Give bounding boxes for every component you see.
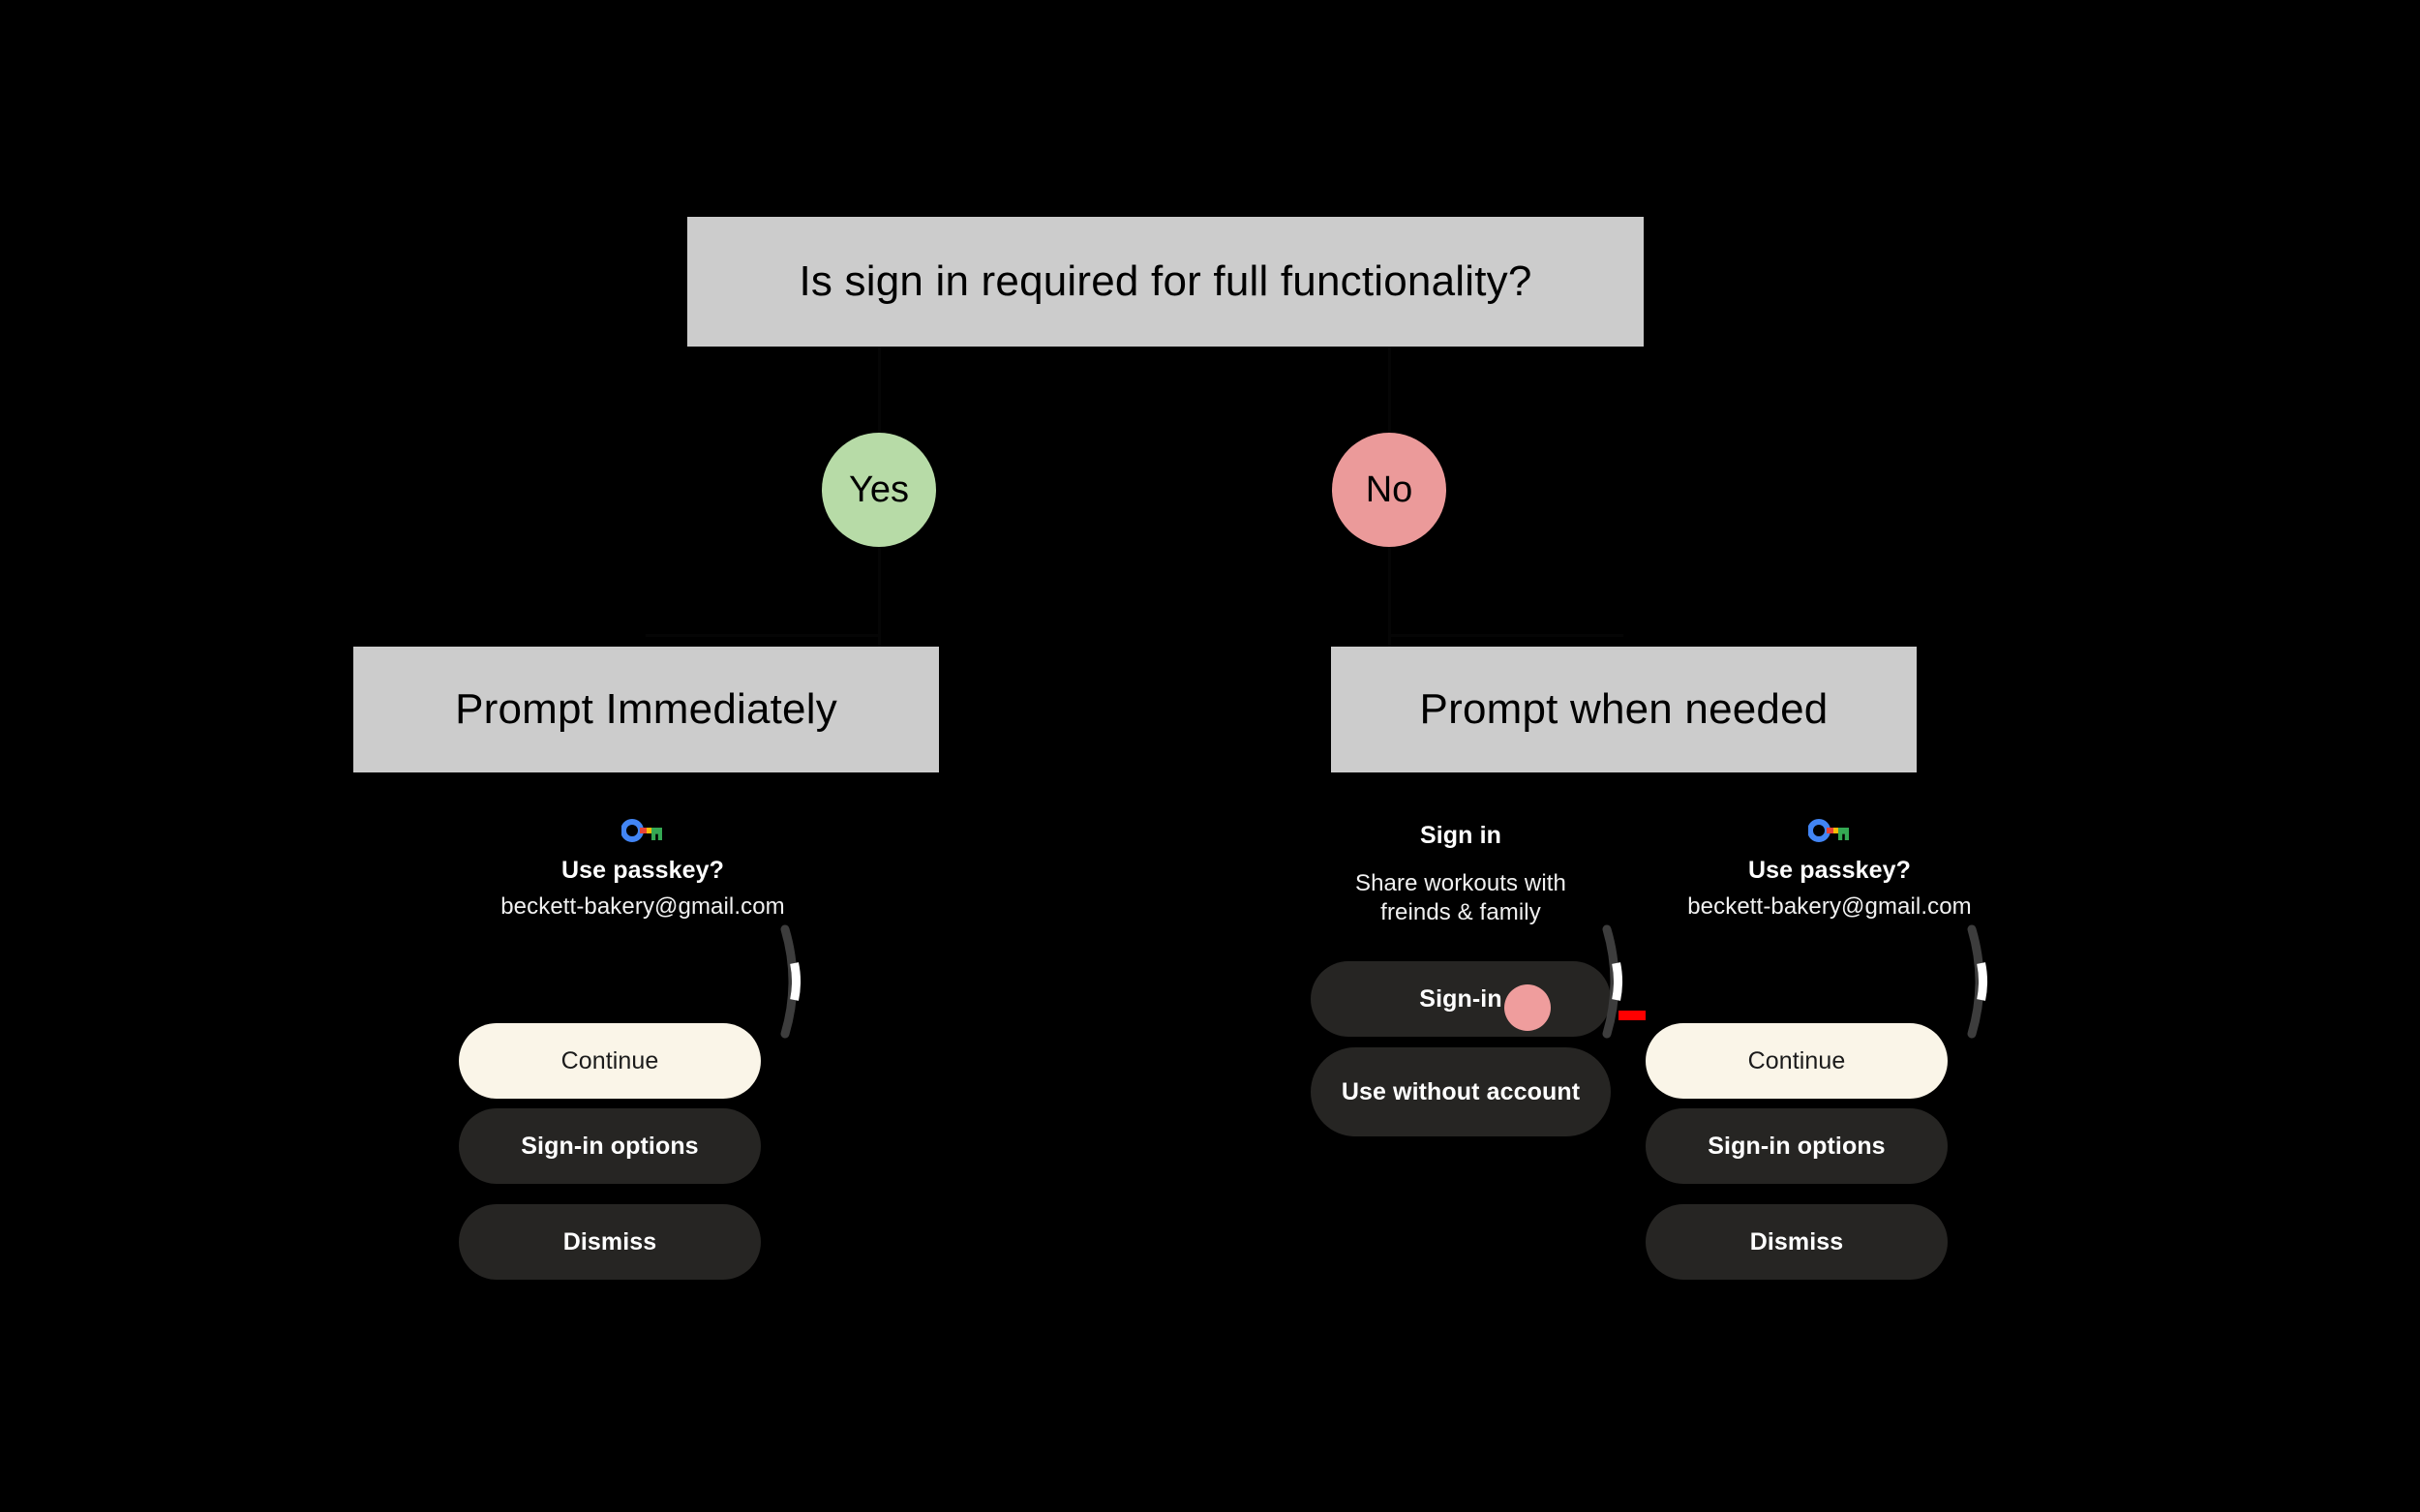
dismiss-button[interactable]: Dismiss [1646,1204,1948,1280]
decision-node: Is sign in required for full functionali… [687,217,1644,347]
sign-in-options-button[interactable]: Sign-in options [1646,1108,1948,1184]
sign-in-options-button[interactable]: Sign-in options [459,1108,761,1184]
sign-in-button[interactable]: Sign-in [1311,961,1611,1037]
scroll-indicator[interactable] [779,923,804,1040]
branch-label-no: No [1332,433,1446,547]
branch-label-yes: Yes [822,433,936,547]
connector-yes-branch-horizontal [646,634,881,637]
watch-subtitle: Share workouts with freinds & family [1355,869,1566,926]
google-passkey-icon [621,819,662,842]
watch-screen-passkey-immediate: Use passkey? beckett-bakery@gmail.com Co… [459,818,827,1302]
continue-button[interactable]: Continue [1646,1023,1948,1099]
watch-title: Use passkey? [561,857,724,884]
connector-yes-to-prompt-immediately [878,547,881,647]
outcome-node-prompt-immediately: Prompt Immediately [353,647,939,772]
connector-no-branch-horizontal [1388,634,1623,637]
watch-screen-sign-in-prompt: Sign in Share workouts with freinds & fa… [1311,818,1623,1302]
continue-button[interactable]: Continue [459,1023,761,1099]
connector-decision-to-no [1388,347,1391,433]
watch-screen-passkey-when-needed: Use passkey? beckett-bakery@gmail.com Co… [1646,818,2013,1302]
watch-title: Use passkey? [1748,857,1911,884]
use-without-account-button[interactable]: Use without account [1311,1047,1611,1136]
watch-subtitle: beckett-bakery@gmail.com [1687,892,1972,920]
scroll-indicator[interactable] [1966,923,1991,1040]
outcome-node-prompt-when-needed: Prompt when needed [1331,647,1917,772]
connector-decision-to-yes [878,347,881,433]
scroll-indicator[interactable] [1601,923,1626,1040]
touch-indicator [1504,984,1551,1031]
watch-title: Sign in [1419,822,1502,849]
watch-subtitle: beckett-bakery@gmail.com [500,892,785,920]
dismiss-button[interactable]: Dismiss [459,1204,761,1280]
connector-no-to-prompt-when-needed [1388,547,1391,647]
google-passkey-icon [1808,819,1849,842]
